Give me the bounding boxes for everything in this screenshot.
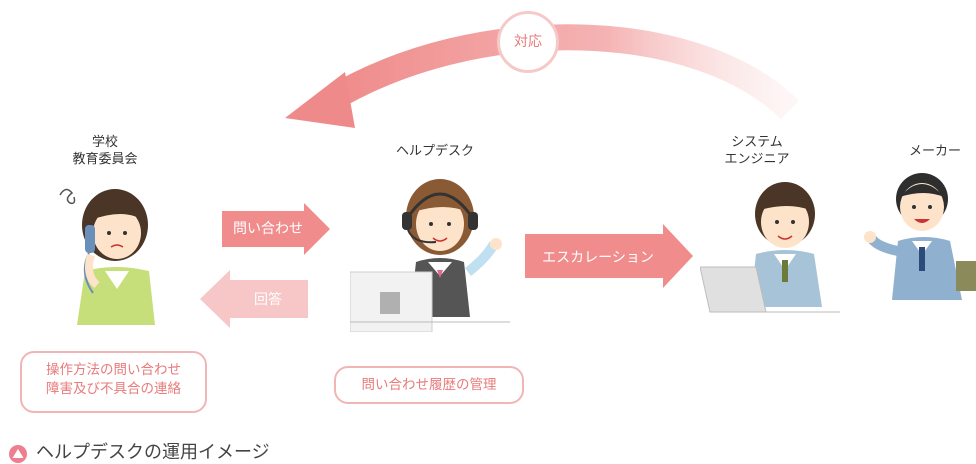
school-note-line2: 障害及び不具合の連絡 — [46, 381, 181, 397]
response-label: 対応 — [514, 34, 542, 50]
helpdesk-label: ヘルプデスク — [395, 144, 474, 159]
school-note: 操作方法の問い合わせ 障害及び不具合の連絡 — [20, 351, 207, 413]
school-label: 学校 教育委員会 — [60, 134, 150, 168]
escalation-arrow-label: エスカレーション — [542, 250, 654, 266]
inquiry-arrow-label: 問い合わせ — [233, 221, 303, 237]
school-person-illustration — [59, 188, 155, 325]
return-arc-arrow — [285, 24, 800, 128]
helpdesk-note: 問い合わせ履歴の管理 — [334, 366, 524, 404]
inquiry-arrow — [222, 203, 330, 255]
diagram-caption: ヘルプデスクの運用イメージ — [36, 442, 270, 463]
maker-person-illustration — [864, 173, 976, 300]
answer-arrow-label: 回答 — [254, 292, 282, 308]
engineer-label: システム エンジニア — [712, 134, 802, 168]
response-badge — [497, 11, 559, 73]
helpdesk-operator-illustration — [350, 179, 510, 332]
engineer-label-line1: システム — [731, 135, 783, 150]
stress-scribble-icon — [59, 188, 76, 205]
maker-label: メーカー — [908, 144, 961, 159]
school-label-line2: 教育委員会 — [72, 152, 138, 167]
engineer-label-line2: エンジニア — [724, 152, 790, 167]
answer-arrow — [200, 270, 308, 328]
school-note-line1: 操作方法の問い合わせ — [46, 362, 181, 378]
system-engineer-illustration — [700, 182, 840, 313]
escalation-arrow — [525, 224, 693, 288]
triangle-circle-icon — [9, 445, 27, 463]
school-label-line1: 学校 — [91, 135, 118, 150]
